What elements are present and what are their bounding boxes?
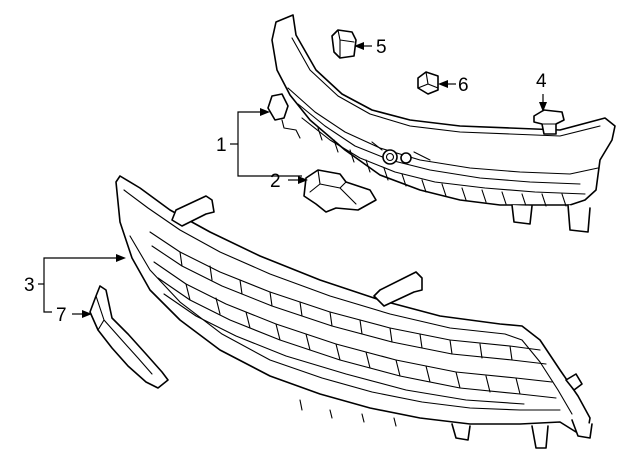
callout-1: 1 [216,135,227,156]
clip-part-6 [417,71,439,95]
callout-5: 5 [376,37,387,58]
side-bracket-part-7 [89,285,169,389]
callout-leaders [38,42,547,318]
lower-grille [115,175,593,449]
callout-6: 6 [458,75,469,96]
clip-part-4 [533,109,565,135]
callout-2: 2 [270,171,281,192]
callout-7: 7 [56,305,67,326]
bracket-part-2 [303,169,377,213]
callout-4: 4 [536,71,547,92]
callout-3: 3 [24,275,35,296]
callout-labels: 1 2 3 4 5 6 7 [24,37,547,326]
upper-grille [267,14,616,233]
clip-part-5 [331,29,357,59]
